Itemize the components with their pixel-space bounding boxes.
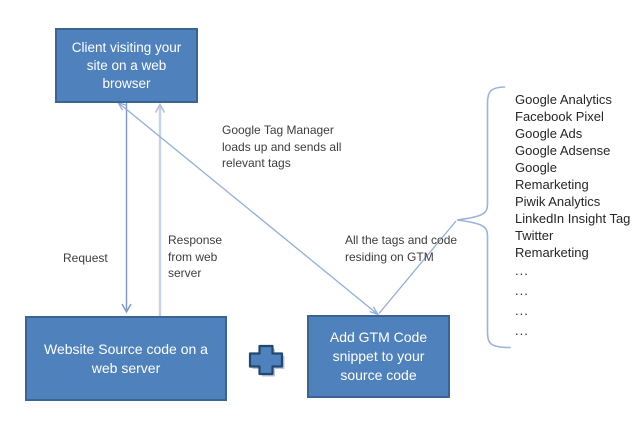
label-response: Response from web server [168, 233, 223, 280]
label-gtm-loads: Google Tag Manager loads up and sends al… [222, 123, 342, 170]
tag-list-item: ... [515, 283, 529, 298]
tag-list-item: Google Adsense [515, 143, 611, 158]
tag-list-item: ... [515, 303, 529, 318]
tag-list-item: Remarketing [515, 177, 589, 192]
web-server-box: Website Source code on a web server [25, 316, 227, 401]
gtm-code-snippet-box-label: Add GTM Code snippet to your source code [329, 329, 428, 383]
plus-icon [248, 344, 285, 377]
tag-list-item: Google [515, 160, 557, 175]
tag-list-item: Google Ads [515, 126, 583, 141]
tag-list-item: ... [515, 323, 529, 338]
web-server-box-label: Website Source code on a web server [44, 340, 208, 376]
client-browser-box: Client visiting your site on a web brows… [55, 28, 198, 103]
curly-brace-icon [456, 86, 511, 349]
tag-list: Google Analytics Facebook Pixel Google A… [515, 91, 630, 341]
tag-list-item: Piwik Analytics [515, 194, 601, 209]
response-arrow [154, 102, 166, 316]
label-request: Request [63, 251, 108, 265]
tag-list-item: Remarketing [515, 245, 589, 260]
tag-list-item: Facebook Pixel [515, 109, 604, 124]
tag-list-item: Twitter [515, 228, 554, 243]
tag-list-item: ... [515, 263, 529, 278]
label-tags-on-gtm: All the tags and code residing on GTM [345, 233, 458, 264]
request-arrow [121, 103, 132, 314]
gtm-code-snippet-box: Add GTM Code snippet to your source code [307, 315, 450, 398]
tag-list-item: Google Analytics [515, 92, 612, 107]
client-browser-box-label: Client visiting your site on a web brows… [71, 39, 182, 91]
tag-list-item: LinkedIn Insight Tag [515, 211, 631, 226]
